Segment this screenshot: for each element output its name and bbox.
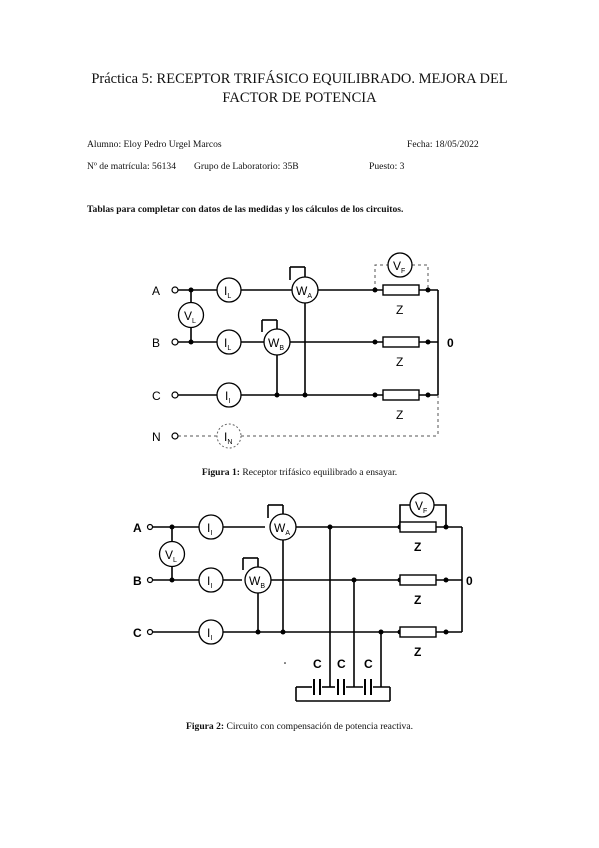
- fig1-impedance-c-label: Z: [396, 408, 403, 422]
- fig2-wattmeter-wb: WB: [249, 574, 265, 590]
- figure-2-circuit-diagram: A B C 0 Z Z Z C C C II II II WA WB VL VF: [133, 492, 473, 702]
- figure-1-circuit-diagram: A B C N 0 Z Z Z IL IL II IN WA WB VL VF: [152, 252, 454, 449]
- fig1-voltmeter-vl: VL: [184, 309, 196, 325]
- lab-group: Grupo de Laboratorio: 35B: [194, 161, 299, 172]
- fig2-capacitor-3-label: C: [364, 657, 373, 671]
- fig2-voltmeter-vl: VL: [165, 548, 177, 564]
- fig1-impedance-a-label: Z: [396, 303, 403, 317]
- fig2-phase-a-label: A: [133, 521, 142, 535]
- fig2-impedance-b-label: Z: [414, 593, 421, 607]
- date: Fecha: 18/05/2022: [407, 139, 479, 150]
- fig2-phase-b-label: B: [133, 574, 142, 588]
- fig2-capacitor-2-label: C: [337, 657, 346, 671]
- student-name: Alumno: Eloy Pedro Urgel Marcos: [87, 139, 222, 150]
- fig1-neutral-point-label: 0: [447, 336, 454, 350]
- fig1-phase-n-label: N: [152, 430, 161, 444]
- fig1-ammeter-il-a: IL: [224, 284, 231, 300]
- document-title-line-2: FACTOR DE POTENCIA: [222, 90, 377, 106]
- fig1-ammeter-il-b: IL: [224, 336, 231, 352]
- fig2-ammeter-ii-b: II: [207, 574, 212, 590]
- instructions: Tablas para completar con datos de las m…: [87, 204, 404, 215]
- fig2-capacitor-1-label: C: [313, 657, 322, 671]
- fig2-voltmeter-vf: VF: [415, 499, 427, 515]
- fig1-wattmeter-wa: WA: [296, 284, 312, 300]
- fig1-ammeter-ii-c: II: [225, 389, 230, 405]
- enrollment-number: Nº de matrícula: 56134: [87, 161, 177, 172]
- document-title-line-1: Práctica 5: RECEPTOR TRIFÁSICO EQUILIBRA…: [91, 71, 508, 87]
- fig2-ammeter-ii-c: II: [207, 626, 212, 642]
- fig1-phase-b-label: B: [152, 336, 160, 350]
- fig2-impedance-c-label: Z: [414, 645, 421, 659]
- fig2-neutral-point-label: 0: [466, 574, 473, 588]
- fig1-phase-a-label: A: [152, 284, 160, 298]
- fig1-voltmeter-vf: VF: [393, 259, 405, 275]
- fig1-wattmeter-wb: WB: [268, 336, 284, 352]
- fig2-impedance-a-label: Z: [414, 540, 421, 554]
- fig1-phase-c-label: C: [152, 389, 161, 403]
- figure-2-caption: Figura 2: Circuito con compensación de p…: [186, 721, 413, 732]
- fig2-phase-c-label: C: [133, 626, 142, 640]
- figure-1-caption: Figura 1: Receptor trifásico equilibrado…: [201, 467, 398, 478]
- fig1-ammeter-in: IN: [224, 430, 232, 446]
- fig1-impedance-b-label: Z: [396, 355, 403, 369]
- fig2-ammeter-ii-a: II: [207, 521, 212, 537]
- fig2-wattmeter-wa: WA: [274, 521, 290, 537]
- lab-station: Puesto: 3: [369, 161, 405, 172]
